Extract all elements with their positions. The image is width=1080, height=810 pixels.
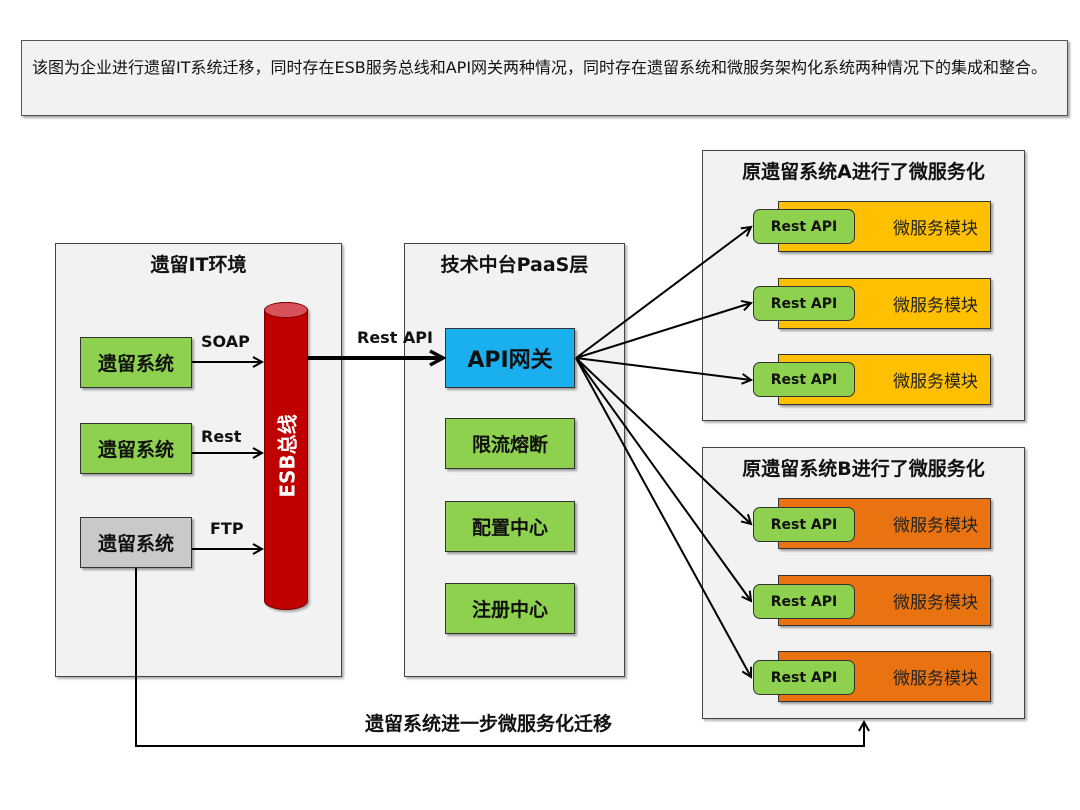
rest-api-label: Rest API — [770, 516, 838, 533]
esb-cylinder-top — [264, 302, 308, 318]
rest-api-label: Rest API — [770, 669, 838, 686]
rest-api-label: Rest API — [770, 371, 838, 388]
system-a-module-1-label: 微服务模块 — [893, 219, 978, 239]
config-center-label: 配置中心 — [471, 517, 548, 539]
system-b-title: 原遗留系统B进行了微服务化 — [742, 458, 985, 480]
system-b-module-2-label: 微服务模块 — [893, 593, 978, 613]
system-a-title: 原遗留系统A进行了微服务化 — [742, 161, 985, 183]
rest-api-label: Rest API — [770, 593, 838, 610]
arrow-gateway-to-b3 — [575, 357, 751, 677]
paas-component-config-center[interactable]: 配置中心 — [445, 501, 575, 552]
rest-api-label: Rest API — [770, 295, 838, 312]
arrow-migration-path — [135, 568, 864, 747]
arrow-gateway-to-a3 — [575, 357, 751, 380]
paas-component-registry[interactable]: 注册中心 — [445, 583, 575, 634]
arrow-gateway-to-a1 — [575, 227, 751, 359]
arrow-gateway-to-b1 — [575, 357, 751, 524]
arrow-gateway-to-b2 — [575, 357, 751, 601]
legacy-system-2[interactable]: 遗留系统 — [80, 423, 192, 474]
system-a-module-3-label: 微服务模块 — [893, 372, 978, 392]
registry-label: 注册中心 — [471, 599, 548, 621]
paas-component-rate-limit[interactable]: 限流熔断 — [445, 418, 575, 469]
system-a-rest-api-3[interactable]: Rest API — [753, 362, 855, 397]
system-b-rest-api-3[interactable]: Rest API — [753, 660, 855, 695]
system-a-module-2-label: 微服务模块 — [893, 296, 978, 316]
esb-bus[interactable]: ESB总线 — [264, 302, 308, 610]
legacy-system-3[interactable]: 遗留系统 — [80, 517, 192, 568]
protocol-rest-label: Rest — [201, 427, 242, 446]
migration-label: 遗留系统进一步微服务化迁移 — [365, 713, 613, 735]
description-box: 该图为企业进行遗留IT系统迁移，同时存在ESB服务总线和API网关两种情况，同时… — [21, 40, 1068, 116]
system-b-rest-api-2[interactable]: Rest API — [753, 584, 855, 619]
protocol-ftp-label: FTP — [210, 519, 244, 538]
system-b-rest-api-1[interactable]: Rest API — [753, 507, 855, 542]
legacy-system-1[interactable]: 遗留系统 — [80, 337, 192, 388]
rate-limit-label: 限流熔断 — [471, 434, 548, 456]
api-gateway-label: API网关 — [467, 348, 553, 373]
system-b-module-1-label: 微服务模块 — [893, 516, 978, 536]
legacy-system-2-label: 遗留系统 — [97, 439, 174, 461]
system-a-rest-api-2[interactable]: Rest API — [753, 286, 855, 321]
rest-api-label: Rest API — [770, 218, 838, 235]
legacy-env-title: 遗留IT环境 — [150, 254, 247, 276]
system-b-module-3[interactable]: 微服务模块 — [778, 651, 991, 702]
api-gateway[interactable]: API网关 — [445, 328, 575, 388]
legacy-system-3-label: 遗留系统 — [97, 533, 174, 555]
system-b-module-3-label: 微服务模块 — [893, 669, 978, 689]
legacy-system-1-label: 遗留系统 — [97, 353, 174, 375]
description-text: 该图为企业进行遗留IT系统迁移，同时存在ESB服务总线和API网关两种情况，同时… — [32, 58, 1048, 77]
protocol-soap-label: SOAP — [201, 332, 250, 351]
esb-to-gateway-label: Rest API — [357, 328, 433, 347]
paas-title: 技术中台PaaS层 — [440, 254, 589, 276]
system-a-rest-api-1[interactable]: Rest API — [753, 209, 855, 244]
arrow-gateway-to-a2 — [575, 303, 751, 359]
